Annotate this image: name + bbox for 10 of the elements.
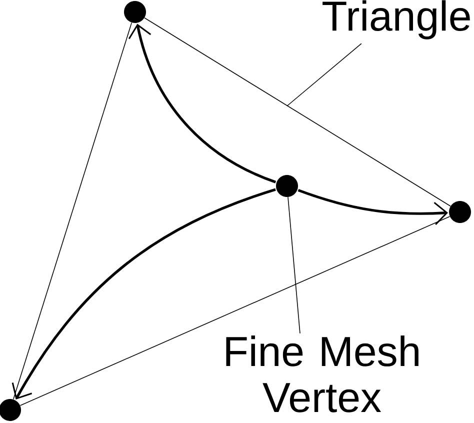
triangle-side bbox=[20, 216, 450, 406]
leader-line bbox=[286, 43, 362, 106]
vertex-dot bbox=[276, 175, 298, 197]
part-label: Fine Mesh Vertex bbox=[226, 336, 418, 412]
vertex-dot bbox=[449, 201, 471, 223]
part-label: Triangle bbox=[322, 0, 470, 40]
vertex-dot bbox=[124, 1, 146, 23]
leader-line bbox=[288, 196, 300, 334]
arrow bbox=[12, 382, 32, 400]
triangle-side bbox=[12, 22, 132, 400]
